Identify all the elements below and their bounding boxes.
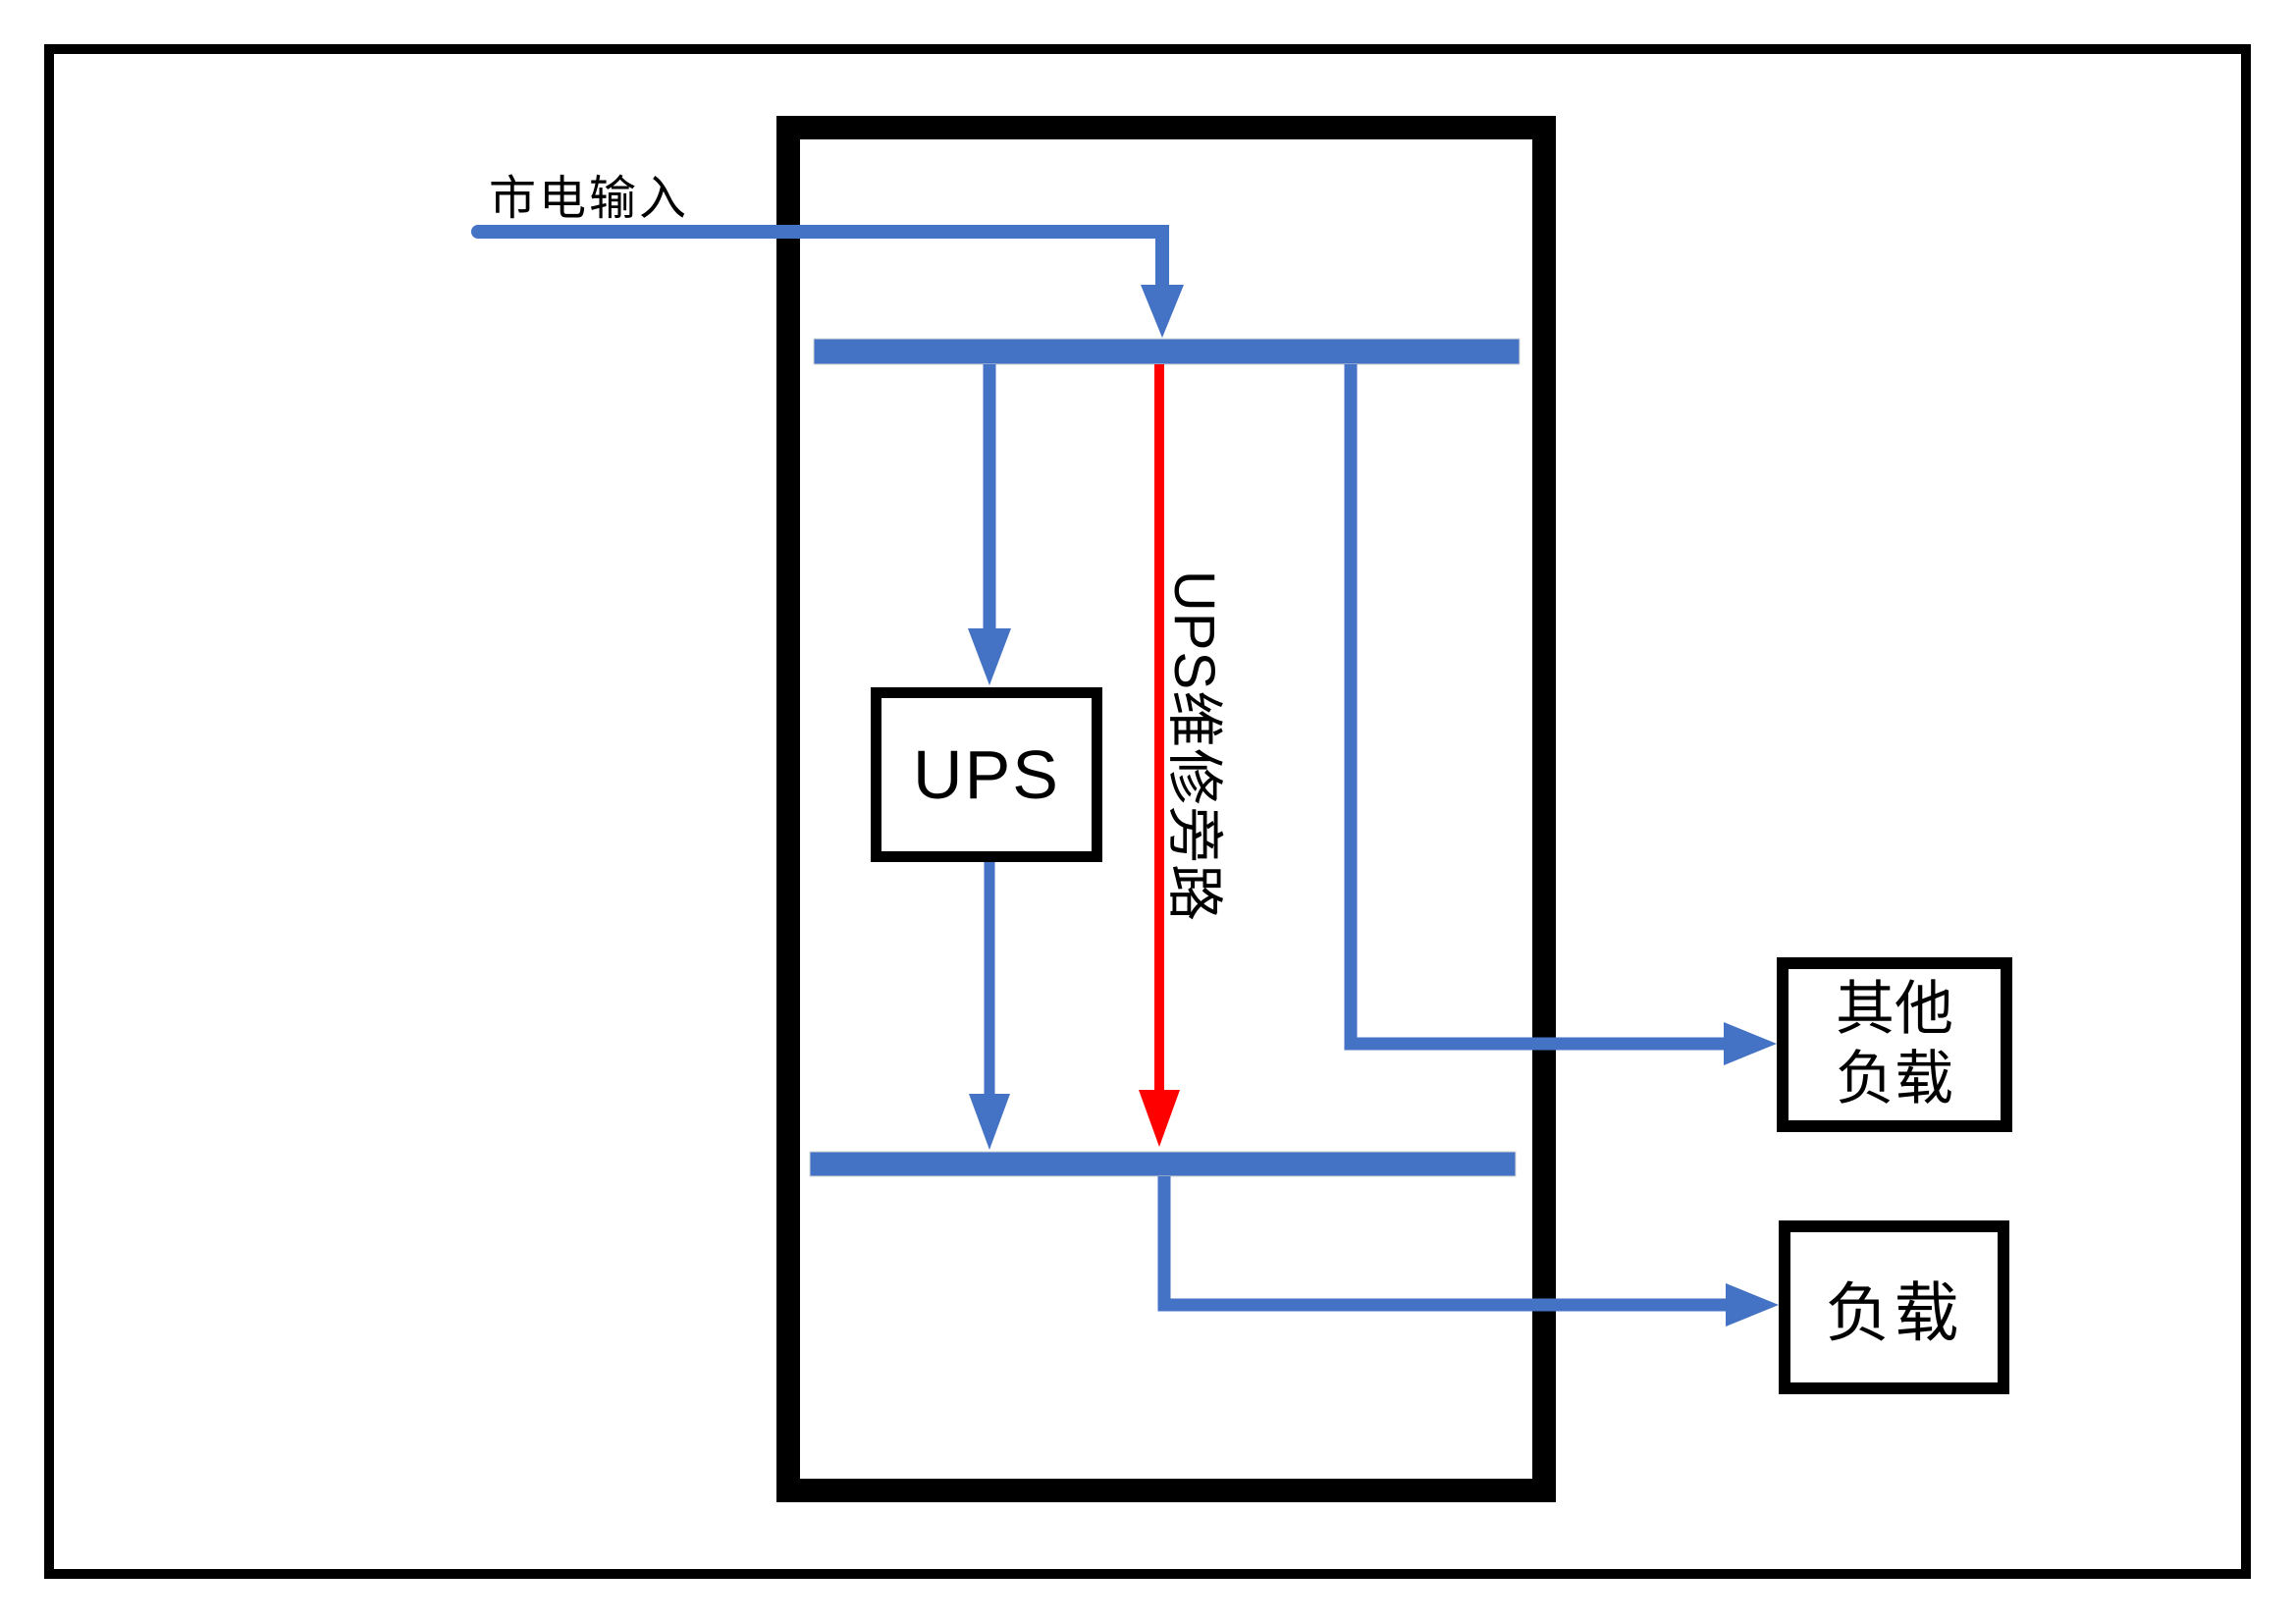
other-load-box: 其他 负载 xyxy=(1777,957,2012,1132)
mains-input-label: 市电输入 xyxy=(489,173,690,225)
load-box-label: 负载 xyxy=(1825,1275,1963,1349)
ups-box-label: UPS xyxy=(913,736,1060,813)
busbar-to-ups-arrowhead xyxy=(968,628,1011,685)
top-busbar xyxy=(813,338,1521,365)
busbar-to-other-load-line xyxy=(1344,364,1726,1051)
mains-input-arrowhead xyxy=(1141,285,1184,338)
other-load-arrowhead xyxy=(1724,1022,1777,1065)
ups-box: UPS xyxy=(871,687,1102,862)
load-box: 负载 xyxy=(1779,1220,2009,1394)
bypass-label: UPS维修旁路 xyxy=(1162,569,1226,923)
other-load-label-line1: 其他 xyxy=(1836,976,1953,1043)
mains-input-line xyxy=(471,225,1169,294)
page-border xyxy=(44,44,2251,1579)
busbar-to-load-line xyxy=(1157,1176,1728,1312)
load-arrowhead xyxy=(1726,1283,1779,1326)
ups-output-arrowhead xyxy=(969,1094,1010,1150)
bypass-arrowhead xyxy=(1139,1090,1180,1147)
bottom-busbar xyxy=(809,1151,1517,1177)
other-load-label-line2: 负载 xyxy=(1836,1046,1953,1111)
